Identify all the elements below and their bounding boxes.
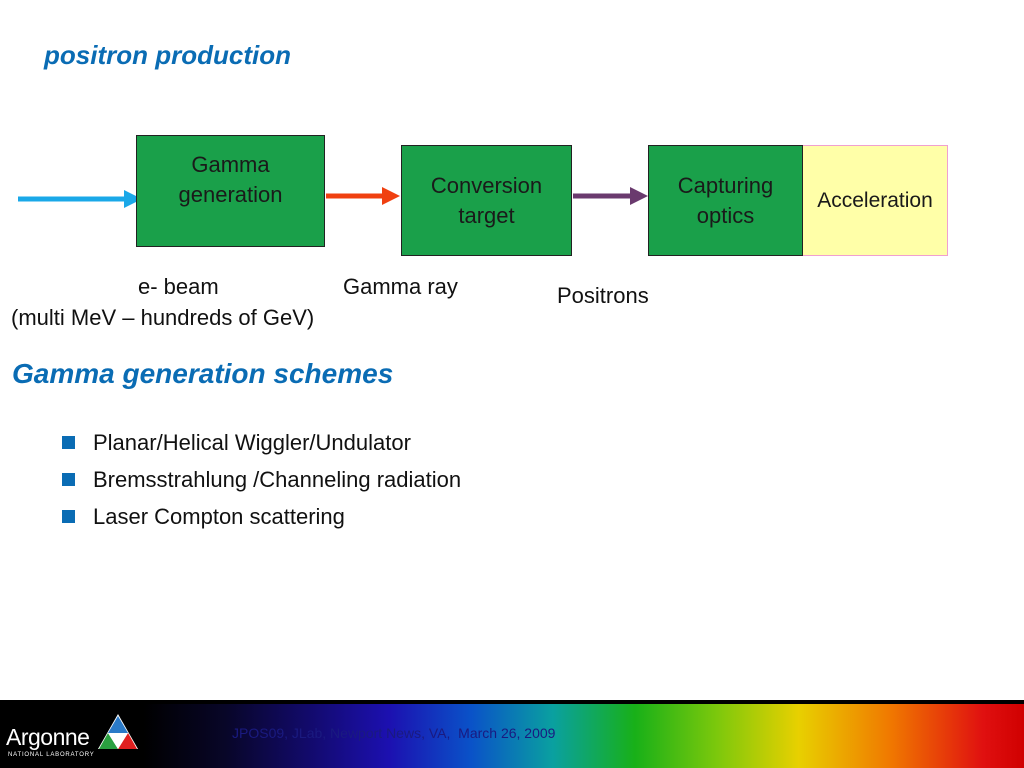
e-beam-range-label: (multi MeV – hundreds of GeV) [11, 305, 315, 330]
bullet-list: Planar/Helical Wiggler/Undulator Bremsst… [62, 424, 461, 535]
square-bullet-icon [62, 473, 75, 486]
positrons-arrow [573, 187, 648, 205]
gamma-ray-label: Gamma ray [343, 274, 458, 299]
logo-name: Argonne [6, 724, 90, 750]
argonne-logo: Argonne NATIONAL LABORATORY [6, 712, 138, 762]
e-beam-label: e- beam [138, 274, 219, 299]
slide-title: positron production [44, 40, 291, 70]
gamma-ray-arrow [326, 187, 400, 205]
bullet-item: Planar/Helical Wiggler/Undulator [62, 424, 461, 461]
footer-event-text: JPOS09, JLab, Newport News, VA, March 26… [232, 725, 556, 741]
bullet-item: Bremsstrahlung /Channeling radiation [62, 461, 461, 498]
logo-subtitle: NATIONAL LABORATORY [8, 752, 95, 758]
square-bullet-icon [62, 510, 75, 523]
acceleration-box: Acceleration [803, 145, 948, 256]
bullet-text: Planar/Helical Wiggler/Undulator [93, 429, 411, 455]
argonne-triangle-icon [98, 714, 138, 749]
gamma-generation-box: Gamma generation [136, 135, 325, 247]
e-beam-arrow [18, 190, 142, 208]
section-subtitle: Gamma generation schemes [12, 358, 394, 389]
footer-divider [0, 700, 1024, 704]
capturing-optics-box: Capturing optics [648, 145, 803, 256]
square-bullet-icon [62, 436, 75, 449]
bullet-item: Laser Compton scattering [62, 498, 461, 535]
footer-bar [0, 700, 1024, 768]
bullet-text: Bremsstrahlung /Channeling radiation [93, 466, 462, 492]
bullet-text: Laser Compton scattering [93, 503, 345, 529]
positrons-label: Positrons [557, 283, 649, 308]
conversion-target-box: Conversion target [401, 145, 572, 256]
diagram-arrows [18, 187, 648, 208]
